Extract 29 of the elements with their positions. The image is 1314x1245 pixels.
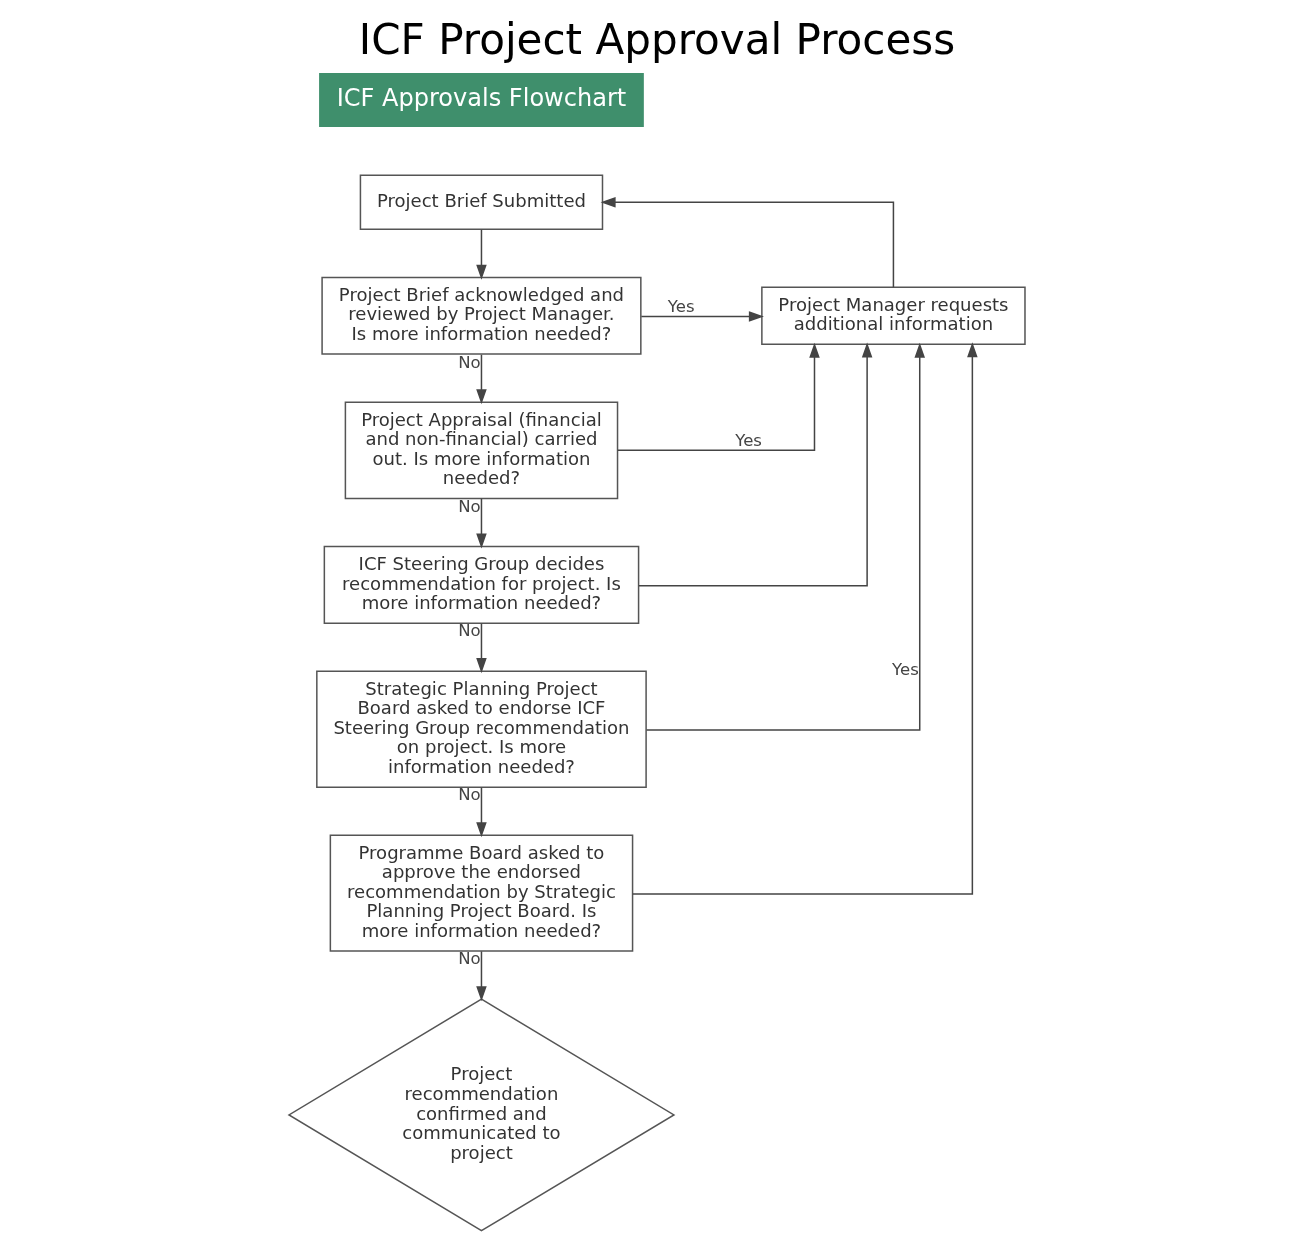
edge-label: Yes [892,660,919,680]
edge-label: No [458,352,481,372]
arrow [638,342,873,587]
arrow [632,342,978,895]
label: ICF Approvals Flowchart [336,83,627,112]
edge-label: Yes [667,296,695,316]
node-box: Project Brief acknowledged and reviewed by Project Manager. Is more information needed? [321,276,642,355]
arrow [476,497,487,549]
arrow [476,229,487,280]
edge-label: No [458,949,481,969]
node-box: Programme Board asked to approve the endorsed recommendation by Strategic Planning Project Board. Is more information needed? [329,834,634,952]
arrow [600,197,895,288]
node-diamond: Project recommendation confirmed and communicated to project [287,998,676,1232]
arrow [476,950,487,1002]
edge-label: No [458,621,481,641]
arrow [645,342,925,731]
node-box: Strategic Planning Project Board asked to endorse ICF Steering Group recommendation on project. Is more information needed? [316,670,647,788]
node-box: Project Appraisal (financial and non-financial) carried out. Is more information needed? [344,401,619,500]
node-box: Project Manager requests additional information [761,286,1026,346]
arrow [476,786,487,838]
edge-label: No [458,785,481,805]
edge-label: Yes [735,430,762,450]
diagram-title: ICF Project Approval Process [358,15,956,65]
node-box: Project Brief Submitted [359,174,604,231]
arrow [476,353,487,405]
arrow [617,342,820,452]
arrow [640,311,764,322]
node-box: ICF Steering Group decides recommendation for project. Is more information needed? [323,545,640,624]
arrow [476,622,487,674]
